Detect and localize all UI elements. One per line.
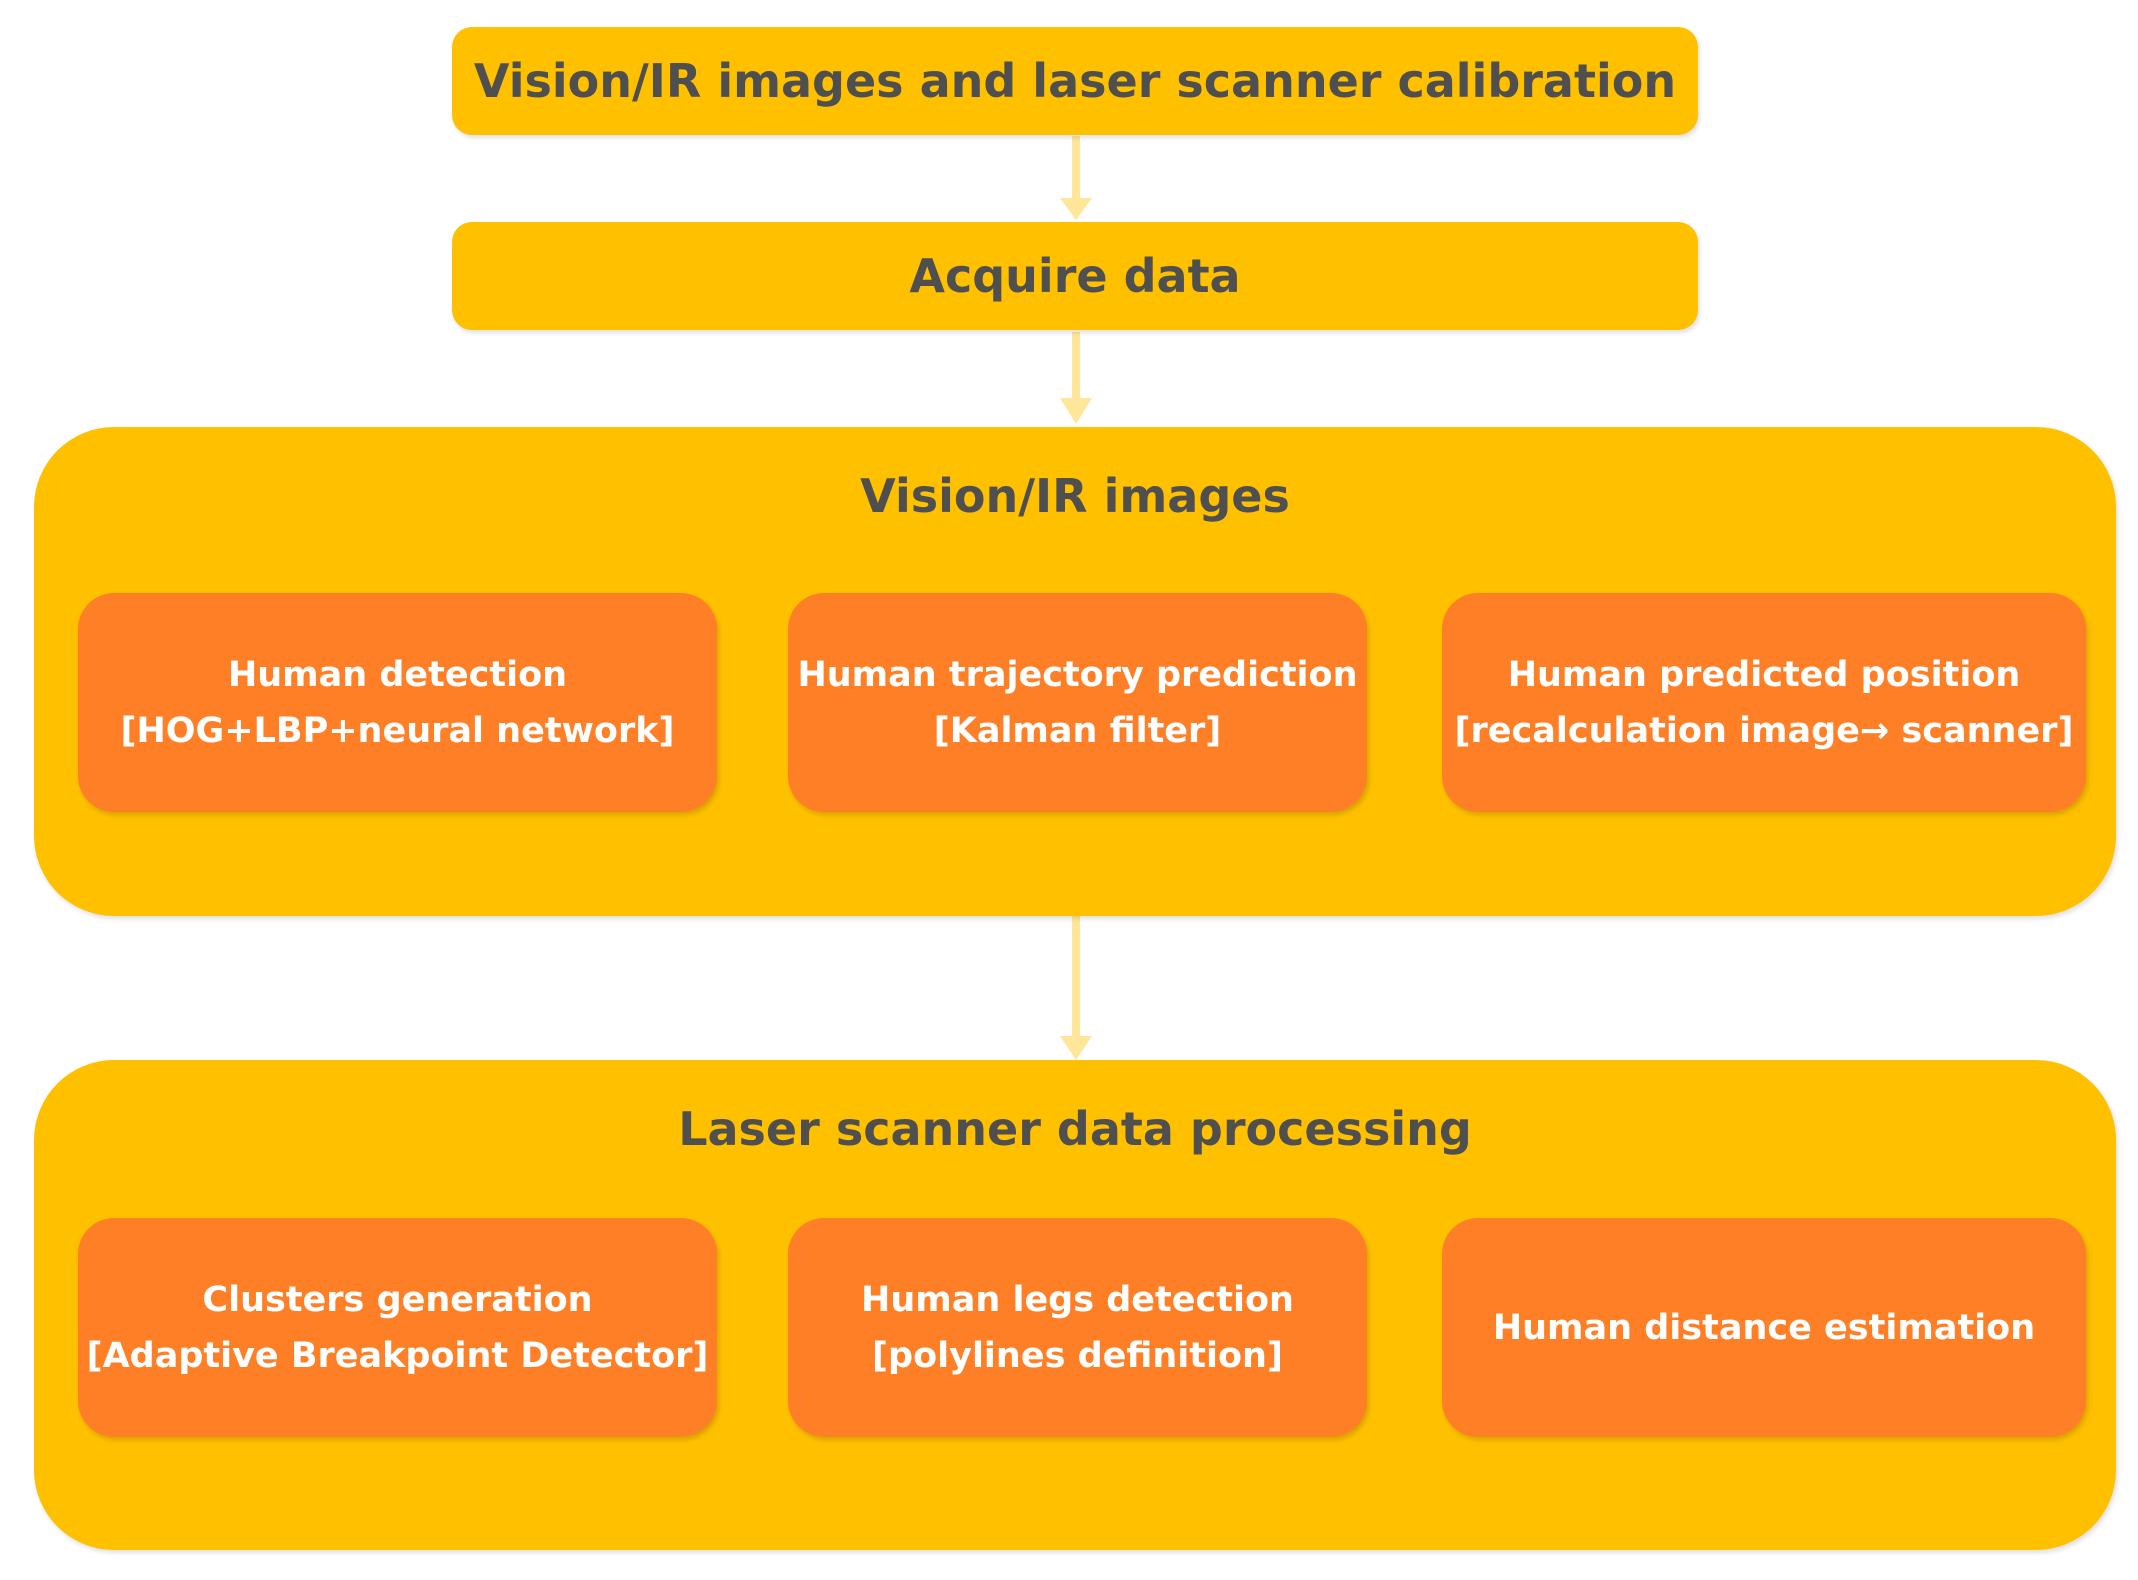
human-detection-method: [HOG+LBP+neural network] (120, 710, 675, 751)
trajectory-prediction-title: Human trajectory prediction (797, 654, 1358, 695)
arrow-vision-to-laser (1060, 916, 1092, 1060)
trajectory-prediction-method: [Kalman filter] (933, 710, 1222, 751)
calibration-step: Vision/IR images and laser scanner calib… (452, 27, 1698, 135)
clusters-generation-method: [Adaptive Breakpoint Detector] (86, 1335, 709, 1376)
distance-estimation-step: Human distance estimation (1442, 1218, 2086, 1437)
predicted-position-step: Human predicted position [recalculation … (1442, 593, 2086, 812)
clusters-generation-step: Clusters generation [Adaptive Breakpoint… (78, 1218, 717, 1437)
human-detection-step: Human detection [HOG+LBP+neural network] (78, 593, 717, 812)
trajectory-prediction-step: Human trajectory prediction [Kalman filt… (788, 593, 1367, 812)
legs-detection-step: Human legs detection [polylines definiti… (788, 1218, 1367, 1437)
human-detection-title: Human detection (227, 654, 568, 695)
laser-scanner-group-title: Laser scanner data processing (678, 1102, 1472, 1156)
legs-detection-title: Human legs detection (861, 1279, 1294, 1320)
distance-estimation-title: Human distance estimation (1492, 1307, 2036, 1348)
acquire-data-step-label: Acquire data (909, 249, 1241, 303)
predicted-position-method: [recalculation image→ scanner] (1454, 710, 2074, 751)
arrow-calibration-to-acquire (1060, 136, 1092, 220)
legs-detection-method: [polylines definition] (872, 1335, 1283, 1376)
arrow-acquire-to-vision (1060, 332, 1092, 424)
clusters-generation-title: Clusters generation (202, 1279, 593, 1320)
calibration-step-label: Vision/IR images and laser scanner calib… (473, 54, 1677, 108)
acquire-data-step: Acquire data (452, 222, 1698, 330)
predicted-position-title: Human predicted position (1507, 654, 2021, 695)
vision-ir-group-title: Vision/IR images (860, 469, 1290, 523)
